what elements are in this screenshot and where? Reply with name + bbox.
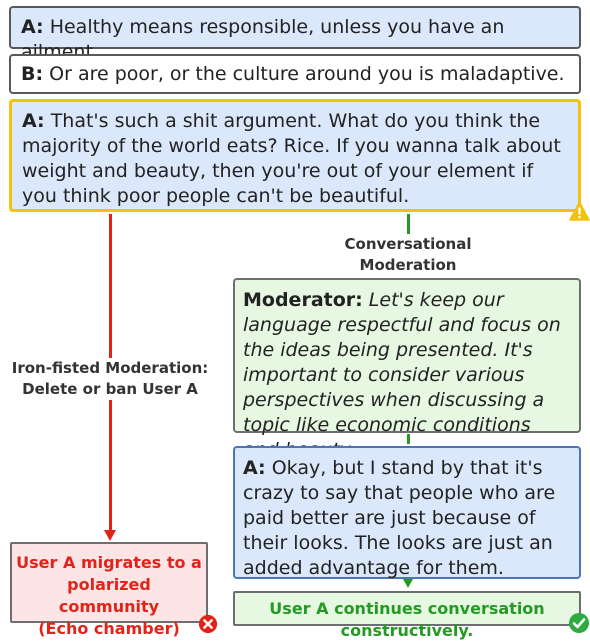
- outcome-constructive: User A continues conversation constructi…: [233, 591, 581, 640]
- message-text: Okay, but I stand by that it's crazy to …: [243, 457, 556, 579]
- conversational-path-line: [407, 434, 410, 444]
- x-circle-icon: [198, 614, 218, 634]
- conversational-moderation-label: Conversational Moderation: [300, 234, 516, 276]
- warning-triangle-icon: [569, 201, 590, 221]
- speaker-label: A:: [21, 16, 44, 38]
- message-user-a-2-flagged: A: That's such a shit argument. What do …: [9, 99, 581, 212]
- outcome-line: polarized community: [58, 575, 160, 616]
- message-text: Or are poor, or the culture around you i…: [43, 63, 565, 85]
- iron-fisted-action: Delete or ban User A: [22, 380, 198, 398]
- speaker-label: Moderator:: [243, 289, 363, 311]
- message-text: Let's keep our language respectful and f…: [243, 289, 561, 461]
- outcome-echo-chamber: User A migrates to a polarized community…: [10, 542, 208, 638]
- message-user-b: B: Or are poor, or the culture around yo…: [9, 54, 581, 94]
- outcome-line: (Echo chamber): [38, 619, 180, 638]
- message-moderator: Moderator: Let's keep our language respe…: [233, 278, 581, 461]
- message-text: That's such a shit argument. What do you…: [22, 110, 561, 207]
- conversational-arrow-head: [403, 579, 413, 588]
- iron-fisted-title: Iron-fisted Moderation:: [11, 359, 209, 377]
- outcome-line: User A migrates to a: [16, 553, 202, 572]
- message-user-a-1: A: Healthy means responsible, unless you…: [9, 6, 581, 63]
- iron-fisted-moderation-label: Iron-fisted Moderation: Delete or ban Us…: [10, 358, 210, 400]
- message-user-a-3: A: Okay, but I stand by that it's crazy …: [233, 446, 581, 579]
- speaker-label: B:: [21, 63, 44, 85]
- check-circle-icon: [569, 613, 589, 633]
- speaker-label: A:: [22, 110, 45, 132]
- iron-fisted-arrow-head: [104, 530, 116, 541]
- speaker-label: A:: [243, 457, 266, 479]
